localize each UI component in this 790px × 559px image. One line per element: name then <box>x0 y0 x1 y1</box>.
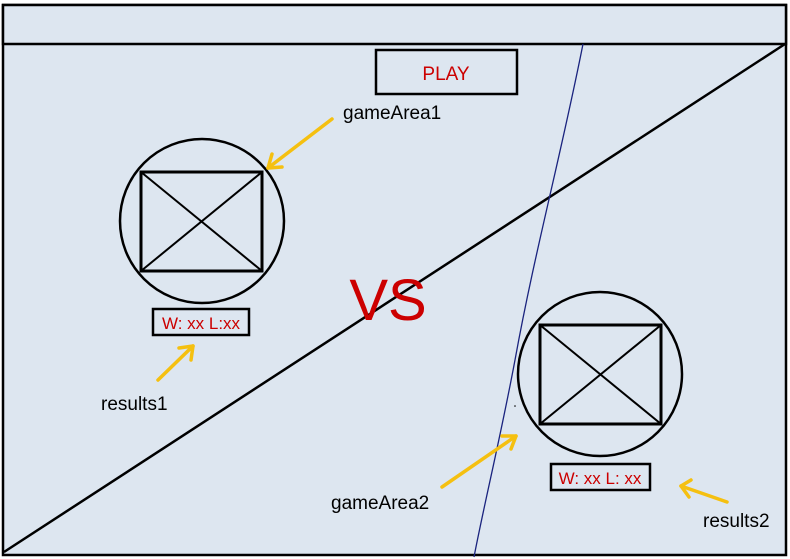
game-area-2[interactable] <box>516 290 684 458</box>
vs-label: VS <box>349 268 426 333</box>
arrow-game-area-2 <box>440 434 518 489</box>
stray-dot <box>514 405 516 407</box>
arrow-results-1 <box>156 344 195 382</box>
results-text-2: W: xx L: xx <box>559 469 642 488</box>
image-placeholder-icon <box>139 170 264 273</box>
results-box-1: W: xx L:xx <box>151 307 251 337</box>
divider-curve <box>473 43 584 558</box>
results-box-2: W: xx L: xx <box>549 462 652 492</box>
game-area-1[interactable] <box>118 137 286 305</box>
annotation-game-area-1: gameArea1 <box>343 103 441 124</box>
top-bar <box>1 3 788 46</box>
arrow-game-area-1 <box>266 117 334 170</box>
play-button[interactable]: PLAY <box>374 48 519 96</box>
annotation-results-2: results2 <box>703 511 770 532</box>
diagonal-split-line <box>3 42 786 554</box>
annotation-game-area-2: gameArea2 <box>331 493 429 514</box>
arrow-results-2 <box>679 478 729 504</box>
screen-frame <box>1 3 788 557</box>
image-placeholder-icon <box>538 323 663 426</box>
annotation-results-1: results1 <box>101 394 168 415</box>
play-button-label: PLAY <box>422 64 470 85</box>
results-text-1: W: xx L:xx <box>162 314 241 333</box>
